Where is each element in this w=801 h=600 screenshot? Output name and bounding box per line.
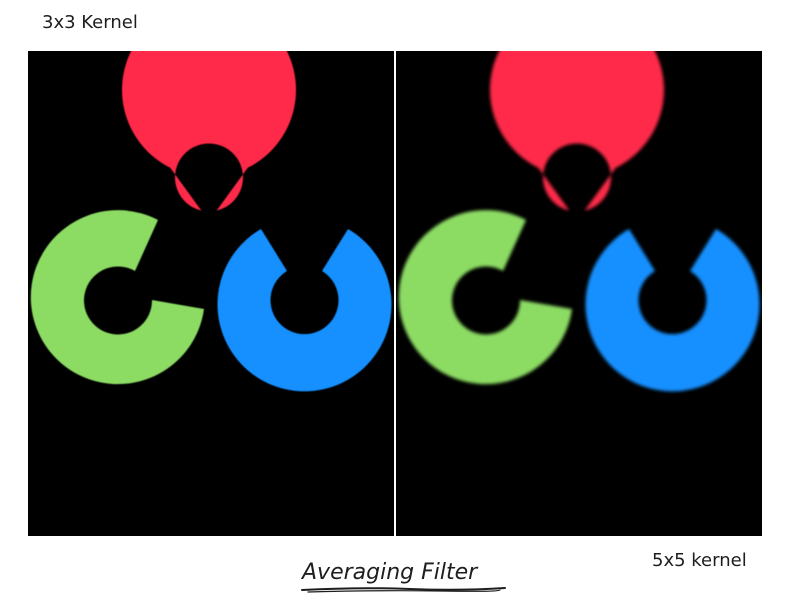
image-panel-5x5 [396, 51, 762, 536]
red-ring [490, 51, 664, 211]
image-panel-3x3 [28, 51, 394, 536]
blue-ring [585, 229, 760, 392]
title-underline [301, 587, 506, 593]
opencv-logo-5x5 [398, 51, 760, 392]
red-ring [122, 51, 296, 211]
kernel-3x3-label: 3x3 Kernel [42, 12, 138, 33]
green-ring [30, 210, 205, 385]
blue-ring [217, 229, 392, 392]
kernel-5x5-label: 5x5 kernel [652, 550, 747, 571]
opencv-logo-3x3 [30, 51, 392, 392]
diagram-title: Averaging Filter [302, 560, 478, 585]
green-ring [398, 210, 572, 385]
